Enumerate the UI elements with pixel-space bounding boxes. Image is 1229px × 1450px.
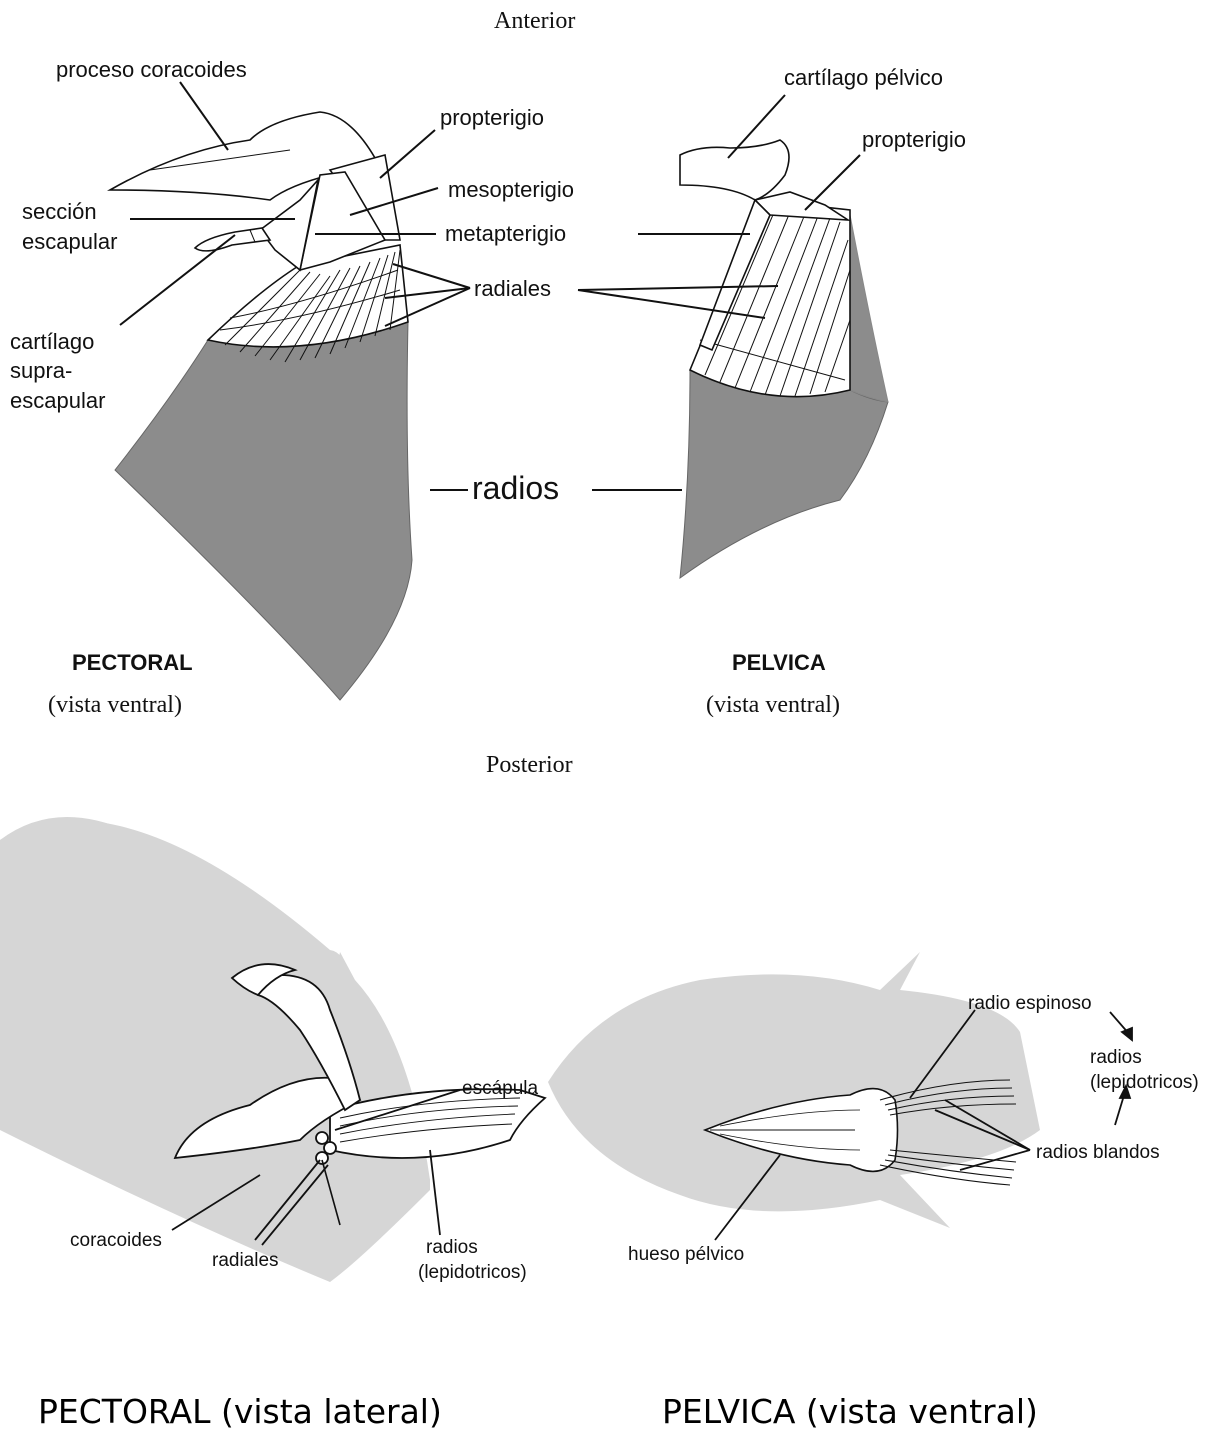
pelvic-cartilage-shape (680, 140, 789, 200)
caption-pectoral-lateral: PECTORAL (vista lateral) (38, 1392, 442, 1431)
label-radials-lateral: radiales (212, 1250, 279, 1272)
pelvic-title: PELVICA (732, 650, 826, 676)
label-rays-lateral-1: radios (426, 1237, 478, 1259)
leader-coracoid-process (180, 82, 228, 150)
label-scapular-1: sección (22, 199, 97, 225)
leader-suprascapular (120, 235, 235, 325)
pelvic-rays-area (680, 370, 888, 578)
pectoral-fin-ventral-drawing (110, 112, 412, 700)
label-suprascapular-2: supra- (10, 358, 72, 384)
label-coracoid-process: proceso coracoides (56, 57, 247, 83)
label-pelvic-cartilage: cartílago pélvico (784, 65, 943, 91)
label-soft-rays: radios blandos (1036, 1142, 1160, 1164)
label-suprascapular-1: cartílago (10, 329, 94, 355)
label-rays-pelvic-1: radios (1090, 1047, 1142, 1069)
label-pelvic-bone: hueso pélvico (628, 1244, 744, 1266)
leader-propterygium-right (805, 155, 860, 210)
pectoral-title: PECTORAL (72, 650, 193, 676)
label-scapular-2: escapular (22, 229, 117, 255)
pectoral-rays-area (115, 322, 412, 700)
label-mesopterygium: mesopterigio (448, 177, 574, 203)
label-coracoid: coracoides (70, 1230, 162, 1252)
leader-propterygium-left (380, 130, 435, 178)
label-propterygium-left: propterigio (440, 105, 544, 131)
label-scapula: escápula (462, 1078, 538, 1100)
pectoral-view: (vista ventral) (48, 692, 182, 719)
label-metapterygium: metapterigio (445, 221, 566, 247)
label-rays-lateral-2: (lepidotricos) (418, 1262, 527, 1284)
pectoral-suprascapular-shape (195, 228, 270, 251)
label-propterygium-right: propterigio (862, 127, 966, 153)
anterior-label: Anterior (494, 8, 575, 35)
label-spiny-ray: radio espinoso (968, 993, 1092, 1015)
leader-rays-lateral (430, 1150, 440, 1235)
label-suprascapular-3: escapular (10, 388, 105, 414)
label-rays-pelvic-2: (lepidotricos) (1090, 1072, 1199, 1094)
label-rays: radios (472, 470, 559, 507)
posterior-label: Posterior (486, 752, 573, 779)
pelvic-fin-ventral-drawing (680, 140, 888, 578)
label-radials: radiales (474, 276, 551, 302)
pelvic-view: (vista ventral) (706, 692, 840, 719)
caption-pelvic-ventral: PELVICA (vista ventral) (662, 1392, 1038, 1431)
